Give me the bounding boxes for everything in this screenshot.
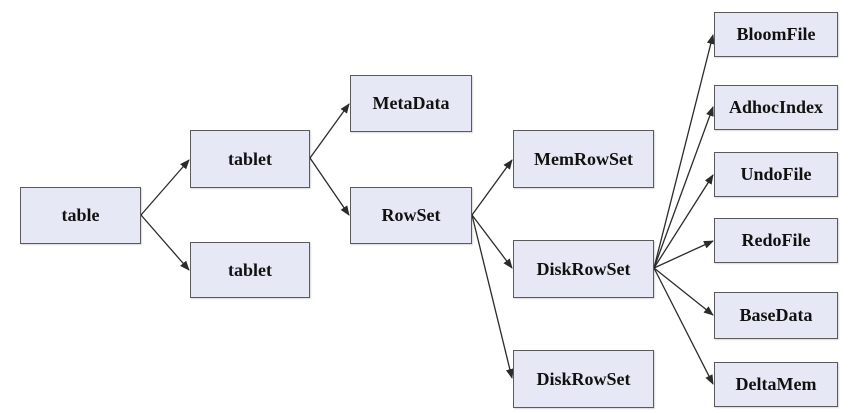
edge-diskrowset-deltamem	[653, 267, 714, 385]
edge-diskrowset-bloomfile	[653, 34, 715, 269]
edge-rowset-diskrowset-2	[471, 214, 514, 379]
node-deltamem: DeltaMem	[714, 362, 838, 407]
edge-diskrowset-basedata	[653, 267, 714, 316]
node-tablet-2: tablet	[190, 242, 310, 298]
node-memrowset: MemRowSet	[513, 130, 654, 188]
node-tablet-1: tablet	[190, 130, 310, 188]
node-table: table	[20, 187, 141, 244]
node-undofile: UndoFile	[714, 152, 838, 197]
node-metadata: MetaData	[350, 75, 472, 132]
edge-diskrowset-adhocindex	[653, 106, 714, 269]
edge-tablet-rowset	[309, 157, 350, 216]
node-basedata: BaseData	[714, 292, 838, 339]
edge-diskrowset-redofile	[653, 240, 714, 269]
node-bloomfile: BloomFile	[714, 12, 838, 57]
edge-rowset-diskrowset-1	[471, 214, 513, 269]
node-rowset: RowSet	[350, 187, 472, 244]
node-diskrowset-2: DiskRowSet	[513, 350, 654, 408]
node-redofile: RedoFile	[714, 218, 838, 263]
edge-table-tablet-2	[140, 214, 190, 271]
edge-diskrowset-undofile	[653, 174, 714, 269]
edge-table-tablet-1	[140, 159, 190, 216]
edge-rowset-memrowset	[471, 159, 513, 216]
edge-tablet-metadata	[309, 103, 350, 159]
node-adhocindex: AdhocIndex	[714, 85, 838, 130]
node-diskrowset-1: DiskRowSet	[513, 240, 654, 298]
